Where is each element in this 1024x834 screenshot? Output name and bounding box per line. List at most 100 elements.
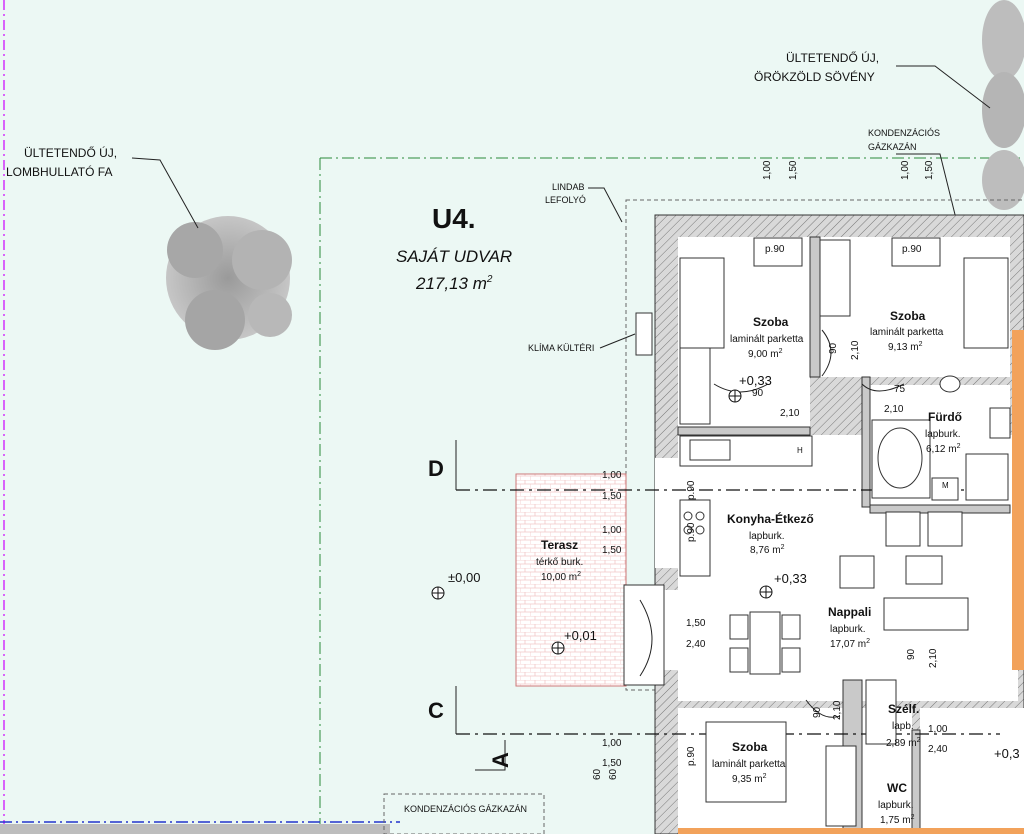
svg-text:2,89 m2: 2,89 m2 [886, 737, 921, 749]
hedge-label-line1: ÜLTETENDŐ ÚJ, [786, 50, 879, 65]
svg-text:1,50: 1,50 [602, 545, 622, 556]
svg-text:lapb.: lapb. [892, 721, 914, 732]
svg-text:Szoba: Szoba [732, 740, 768, 754]
svg-text:9,13 m2: 9,13 m2 [888, 341, 923, 353]
kondenz-top-line1: KONDENZÁCIÓS [868, 128, 940, 138]
level-label-3: ±0,00 [448, 570, 480, 585]
svg-text:1,50: 1,50 [788, 160, 799, 180]
klima-label: KLÍMA KÜLTÉRI [528, 343, 594, 353]
svg-text:1,00: 1,00 [602, 738, 622, 749]
svg-text:M: M [942, 481, 949, 490]
yard-title: SAJÁT UDVAR [396, 247, 512, 266]
level-label-5: +0,3 [994, 746, 1020, 761]
yard-area: 217,13 m2 [415, 274, 493, 293]
svg-text:2,10: 2,10 [850, 340, 861, 360]
klima-unit [635, 312, 653, 356]
tree-icon [166, 216, 292, 350]
svg-text:10,00 m2: 10,00 m2 [541, 571, 581, 583]
room-furdo: Fürdő lapburk. 6,12 m2 [925, 410, 962, 455]
level-marker-4 [551, 641, 565, 655]
svg-text:p.90: p.90 [686, 522, 697, 542]
tree-label-line2: LOMBHULLATÓ FA [6, 164, 112, 179]
svg-text:90: 90 [812, 706, 823, 718]
unit-id: U4. [432, 203, 476, 234]
svg-text:1,00: 1,00 [762, 160, 773, 180]
svg-text:p.90: p.90 [902, 244, 922, 255]
room-nappali: Nappali lapburk. 17,07 m2 [828, 605, 871, 650]
room-szoba-3: Szoba laminált parketta 9,35 m2 [712, 740, 786, 785]
svg-text:75: 75 [894, 384, 906, 395]
section-mark-c: C [428, 698, 444, 723]
svg-text:17,07 m2: 17,07 m2 [830, 638, 870, 650]
svg-text:térkő burk.: térkő burk. [536, 557, 583, 568]
hedge-bottom [0, 824, 390, 834]
svg-text:p.90: p.90 [686, 746, 697, 766]
svg-text:p.90: p.90 [686, 480, 697, 500]
svg-text:laminált parketta: laminált parketta [870, 327, 944, 338]
svg-text:60: 60 [592, 768, 603, 780]
hedge-icon [982, 0, 1024, 210]
svg-text:2,10: 2,10 [884, 404, 904, 415]
svg-text:Konyha-Étkező: Konyha-Étkező [727, 511, 814, 526]
section-mark-a: A [488, 752, 513, 768]
kondenz-bottom: KONDENZÁCIÓS GÁZKAZÁN [404, 804, 527, 814]
svg-text:Fürdő: Fürdő [928, 410, 962, 424]
svg-text:6,12 m2: 6,12 m2 [926, 443, 961, 455]
level-label-1: +0,33 [739, 373, 772, 388]
room-szoba-1: Szoba laminált parketta 9,00 m2 [730, 315, 804, 360]
svg-text:1,00: 1,00 [602, 470, 622, 481]
svg-text:1,50: 1,50 [602, 758, 622, 769]
svg-text:90: 90 [752, 388, 764, 399]
svg-text:Nappali: Nappali [828, 605, 871, 619]
svg-text:2,40: 2,40 [928, 744, 948, 755]
svg-text:90: 90 [828, 342, 839, 354]
svg-text:2,10: 2,10 [780, 408, 800, 419]
svg-text:90: 90 [906, 648, 917, 660]
svg-text:1,00: 1,00 [928, 724, 948, 735]
svg-text:2,10: 2,10 [832, 700, 843, 720]
svg-text:9,00 m2: 9,00 m2 [748, 348, 783, 360]
svg-text:60: 60 [608, 768, 619, 780]
room-szoba-2: Szoba laminált parketta 9,13 m2 [870, 309, 944, 353]
svg-text:lapburk.: lapburk. [830, 624, 866, 635]
level-marker-1 [728, 389, 742, 403]
terrace [515, 473, 627, 687]
svg-text:2,40: 2,40 [686, 639, 706, 650]
level-label-4: +0,01 [564, 628, 597, 643]
room-konyha: Konyha-Étkező lapburk. 8,76 m2 [727, 511, 814, 556]
svg-text:WC: WC [887, 781, 907, 795]
room-terasz: Terasz térkő burk. 10,00 m2 [536, 538, 583, 583]
svg-text:1,00: 1,00 [900, 160, 911, 180]
hedge-label-line2: ÖRÖKZÖLD SÖVÉNY [754, 69, 875, 84]
svg-text:1,50: 1,50 [924, 160, 935, 180]
svg-text:lapburk.: lapburk. [878, 800, 914, 811]
svg-text:1,00: 1,00 [602, 525, 622, 536]
svg-text:H: H [797, 446, 803, 455]
svg-text:laminált parketta: laminált parketta [712, 759, 786, 770]
svg-text:1,50: 1,50 [602, 491, 622, 502]
section-mark-d: D [428, 456, 444, 481]
svg-text:9,35 m2: 9,35 m2 [732, 773, 767, 785]
svg-text:lapburk.: lapburk. [925, 429, 961, 440]
tree-label-line1: ÜLTETENDŐ ÚJ, [24, 145, 117, 160]
svg-text:Szoba: Szoba [753, 315, 789, 329]
svg-text:laminált parketta: laminált parketta [730, 334, 804, 345]
svg-text:2,10: 2,10 [928, 648, 939, 668]
svg-text:Szélf.: Szélf. [888, 702, 919, 716]
lindab-label-line1: LINDAB [552, 182, 585, 192]
room-wc: WC lapburk. 1,75 m2 [878, 781, 915, 826]
level-marker-2 [759, 585, 773, 599]
svg-text:lapburk.: lapburk. [749, 531, 785, 542]
svg-text:8,76 m2: 8,76 m2 [750, 544, 785, 556]
svg-text:1,50: 1,50 [686, 618, 706, 629]
level-label-2: +0,33 [774, 571, 807, 586]
svg-text:1,75 m2: 1,75 m2 [880, 814, 915, 826]
svg-text:p.90: p.90 [765, 244, 785, 255]
room-szelf: Szélf. lapb. 2,89 m2 [886, 702, 921, 749]
kondenz-top-line2: GÁZKAZÁN [868, 142, 917, 152]
lindab-label-line2: LEFOLYÓ [545, 195, 586, 205]
svg-text:Szoba: Szoba [890, 309, 926, 323]
svg-text:Terasz: Terasz [541, 538, 578, 552]
level-marker-3 [431, 586, 445, 600]
